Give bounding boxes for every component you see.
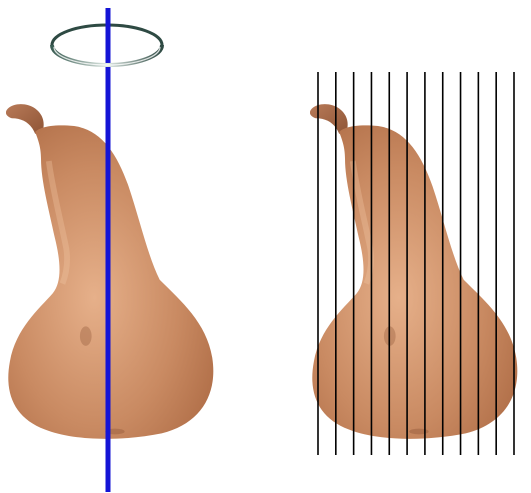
right-squash-group [310,104,517,439]
squash-right [310,104,517,439]
